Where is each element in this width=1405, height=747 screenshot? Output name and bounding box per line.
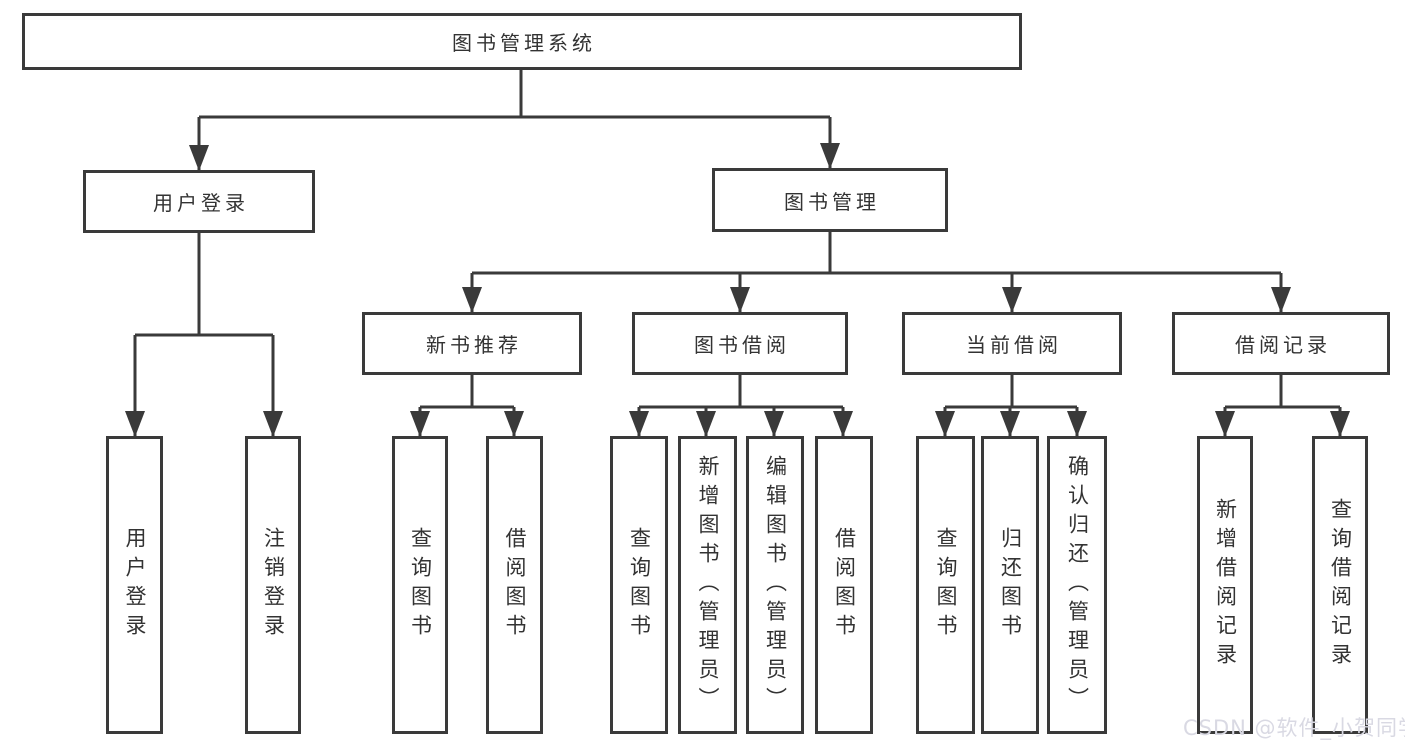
node-label: 新增借阅记录 — [1213, 498, 1238, 672]
node-current-borrow: 当前借阅 — [902, 312, 1122, 375]
node-label: 当前借阅 — [966, 333, 1062, 357]
leaf-query-books-current: 查询图书 — [916, 436, 975, 734]
node-book-borrow: 图书借阅 — [632, 312, 848, 375]
node-label: 图书管理系统 — [452, 31, 596, 55]
node-label: 借阅图书 — [832, 527, 857, 643]
leaf-user-login: 用户登录 — [106, 436, 163, 734]
node-label: 查询图书 — [627, 527, 652, 643]
node-label: 用户登录 — [123, 527, 148, 643]
leaf-confirm-return-admin: 确认归还（管理员） — [1047, 436, 1107, 734]
node-label: 图书借阅 — [694, 333, 790, 357]
leaf-borrow-books: 借阅图书 — [815, 436, 873, 734]
leaf-add-borrow-record: 新增借阅记录 — [1197, 436, 1253, 734]
node-borrow-records: 借阅记录 — [1172, 312, 1390, 375]
csdn-watermark: CSDN @软件_小贺同学 — [1183, 716, 1405, 740]
node-root-system: 图书管理系统 — [22, 13, 1022, 70]
node-label: 归还图书 — [998, 527, 1023, 643]
node-label: 用户登录 — [153, 191, 249, 215]
leaf-query-books-recommend: 查询图书 — [392, 436, 448, 734]
node-label: 查询图书 — [934, 527, 959, 643]
node-label: 确认归还（管理员） — [1065, 454, 1090, 716]
edge-borrow-records-children — [1215, 375, 1350, 437]
node-label: 查询借阅记录 — [1328, 498, 1353, 672]
node-label: 新增图书（管理员） — [696, 454, 721, 716]
node-label: 注销登录 — [261, 527, 286, 643]
node-label: 图书管理 — [784, 189, 880, 214]
edge-new-book-recommend-children — [410, 375, 524, 437]
edge-book-management-children — [462, 232, 1291, 313]
leaf-query-books-borrow: 查询图书 — [610, 436, 668, 734]
leaf-return-books: 归还图书 — [981, 436, 1039, 734]
node-label: 借阅记录 — [1235, 333, 1331, 357]
leaf-borrow-books-recommend: 借阅图书 — [486, 436, 543, 734]
edge-current-borrow-children — [935, 375, 1087, 437]
edge-user-login-children — [125, 233, 283, 437]
node-label: 编辑图书（管理员） — [763, 454, 788, 716]
node-label: 查询图书 — [408, 527, 433, 643]
node-new-book-recommend: 新书推荐 — [362, 312, 582, 375]
node-label: 新书推荐 — [426, 333, 522, 357]
leaf-logout: 注销登录 — [245, 436, 301, 734]
node-book-management: 图书管理 — [712, 168, 948, 232]
leaf-add-books-admin: 新增图书（管理员） — [678, 436, 737, 734]
leaf-edit-books-admin: 编辑图书（管理员） — [746, 436, 804, 734]
edge-root-to-level2 — [189, 70, 840, 171]
leaf-query-borrow-record: 查询借阅记录 — [1312, 436, 1368, 734]
node-label: 借阅图书 — [503, 527, 528, 643]
edge-book-borrow-children — [629, 375, 853, 437]
node-user-login: 用户登录 — [83, 170, 315, 233]
